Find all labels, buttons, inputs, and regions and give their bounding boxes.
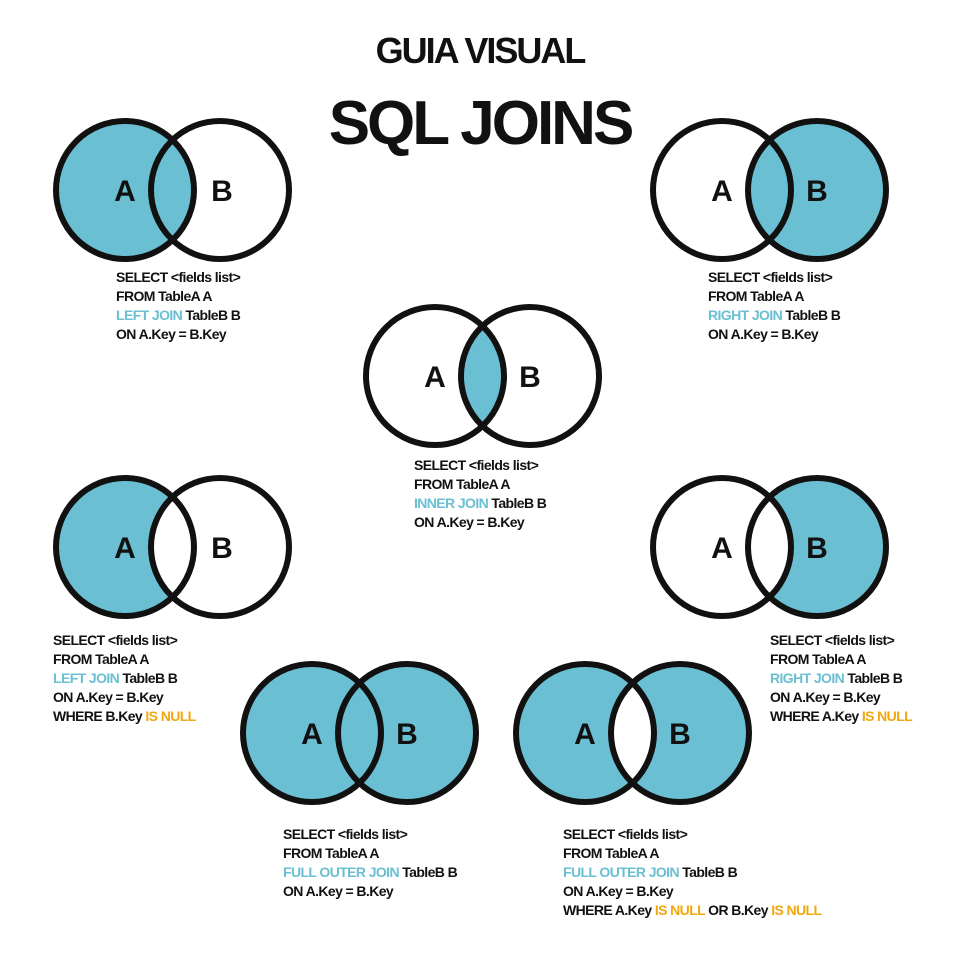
circle-a: [650, 475, 794, 619]
code-left-join: SELECT <fields list> FROM TableA A LEFT …: [116, 268, 241, 344]
circle-b: [745, 118, 889, 262]
code-on: ON A.Key = B.Key: [53, 689, 164, 705]
circle-a: [513, 661, 657, 805]
null-keyword: IS NULL: [145, 708, 196, 724]
code-select: SELECT <fields list>: [116, 269, 241, 285]
code-from: FROM TableA A: [414, 476, 511, 492]
code-full-outer-join-exclusive: SELECT <fields list> FROM TableA A FULL …: [563, 825, 822, 920]
label-a: A: [301, 718, 323, 751]
code-from: FROM TableA A: [708, 288, 805, 304]
circle-a: [53, 475, 197, 619]
join-keyword: RIGHT JOIN: [708, 307, 783, 323]
code-from: FROM TableA A: [283, 845, 380, 861]
circle-a: [363, 304, 507, 448]
venn-inner-join: A B: [363, 304, 602, 448]
label-b: B: [211, 532, 233, 565]
circle-b: [148, 118, 292, 262]
page-title: SQL JOINS: [328, 89, 635, 158]
join-keyword: FULL OUTER JOIN: [563, 864, 680, 880]
null-keyword: IS NULL: [654, 902, 706, 918]
join-keyword: LEFT JOIN: [53, 670, 120, 686]
code-join: FULL OUTER JOIN TableB B: [563, 864, 738, 880]
venn-left-join: A B: [53, 118, 292, 262]
label-a: A: [424, 361, 446, 394]
code-select: SELECT <fields list>: [414, 457, 539, 473]
code-on: ON A.Key = B.Key: [563, 883, 674, 899]
label-b: B: [211, 175, 233, 208]
code-on: ON A.Key = B.Key: [414, 514, 525, 530]
code-where: WHERE A.Key IS NULL OR B.Key IS NULL: [563, 902, 822, 918]
code-join: LEFT JOIN TableB B: [116, 307, 241, 323]
subtitle: GUIA VISUAL: [375, 30, 587, 71]
code-select: SELECT <fields list>: [283, 826, 408, 842]
code-from: FROM TableA A: [770, 651, 867, 667]
label-a: A: [574, 718, 596, 751]
code-select: SELECT <fields list>: [708, 269, 833, 285]
code-left-join-exclusive: SELECT <fields list> FROM TableA A LEFT …: [53, 631, 196, 726]
code-on: ON A.Key = B.Key: [708, 326, 819, 342]
venn-right-join: A B: [650, 118, 889, 262]
code-from: FROM TableA A: [563, 845, 660, 861]
code-join: RIGHT JOIN TableB B: [770, 670, 903, 686]
label-a: A: [711, 532, 733, 565]
join-keyword: RIGHT JOIN: [770, 670, 845, 686]
code-full-outer-join: SELECT <fields list> FROM TableA A FULL …: [283, 825, 458, 901]
null-keyword: IS NULL: [861, 708, 913, 724]
code-select: SELECT <fields list>: [770, 632, 895, 648]
label-a: A: [711, 175, 733, 208]
label-b: B: [396, 718, 418, 751]
venn-full-outer-join: A B: [240, 661, 479, 805]
code-join: LEFT JOIN TableB B: [53, 670, 178, 686]
null-keyword: IS NULL: [771, 902, 822, 918]
label-b: B: [806, 175, 828, 208]
circle-a: [650, 118, 794, 262]
code-on: ON A.Key = B.Key: [770, 689, 881, 705]
circle-a: [240, 661, 384, 805]
code-right-join-exclusive: SELECT <fields list> FROM TableA A RIGHT…: [770, 631, 913, 726]
circle-b: [745, 475, 889, 619]
label-b: B: [806, 532, 828, 565]
label-b: B: [519, 361, 541, 394]
code-inner-join: SELECT <fields list> FROM TableA A INNER…: [414, 456, 547, 532]
code-select: SELECT <fields list>: [563, 826, 688, 842]
code-right-join: SELECT <fields list> FROM TableA A RIGHT…: [708, 268, 841, 344]
join-keyword: INNER JOIN: [414, 495, 489, 511]
circle-b: [608, 661, 752, 805]
circle-b: [148, 475, 292, 619]
label-a: A: [114, 532, 136, 565]
venn-left-join-exclusive: A B: [53, 475, 292, 619]
code-where: WHERE A.Key IS NULL: [770, 708, 913, 724]
code-join: RIGHT JOIN TableB B: [708, 307, 841, 323]
code-from: FROM TableA A: [116, 288, 213, 304]
code-on: ON A.Key = B.Key: [116, 326, 227, 342]
venn-right-join-exclusive: A B: [650, 475, 889, 619]
venn-full-outer-join-exclusive: A B: [513, 661, 752, 805]
code-select: SELECT <fields list>: [53, 632, 178, 648]
code-on: ON A.Key = B.Key: [283, 883, 394, 899]
code-join: FULL OUTER JOIN TableB B: [283, 864, 458, 880]
code-from: FROM TableA A: [53, 651, 150, 667]
join-keyword: LEFT JOIN: [116, 307, 183, 323]
join-keyword: FULL OUTER JOIN: [283, 864, 400, 880]
code-join: INNER JOIN TableB B: [414, 495, 547, 511]
label-b: B: [669, 718, 691, 751]
code-where: WHERE B.Key IS NULL: [53, 708, 196, 724]
circle-b: [335, 661, 479, 805]
label-a: A: [114, 175, 136, 208]
circle-a: [53, 118, 197, 262]
circle-b: [458, 304, 602, 448]
